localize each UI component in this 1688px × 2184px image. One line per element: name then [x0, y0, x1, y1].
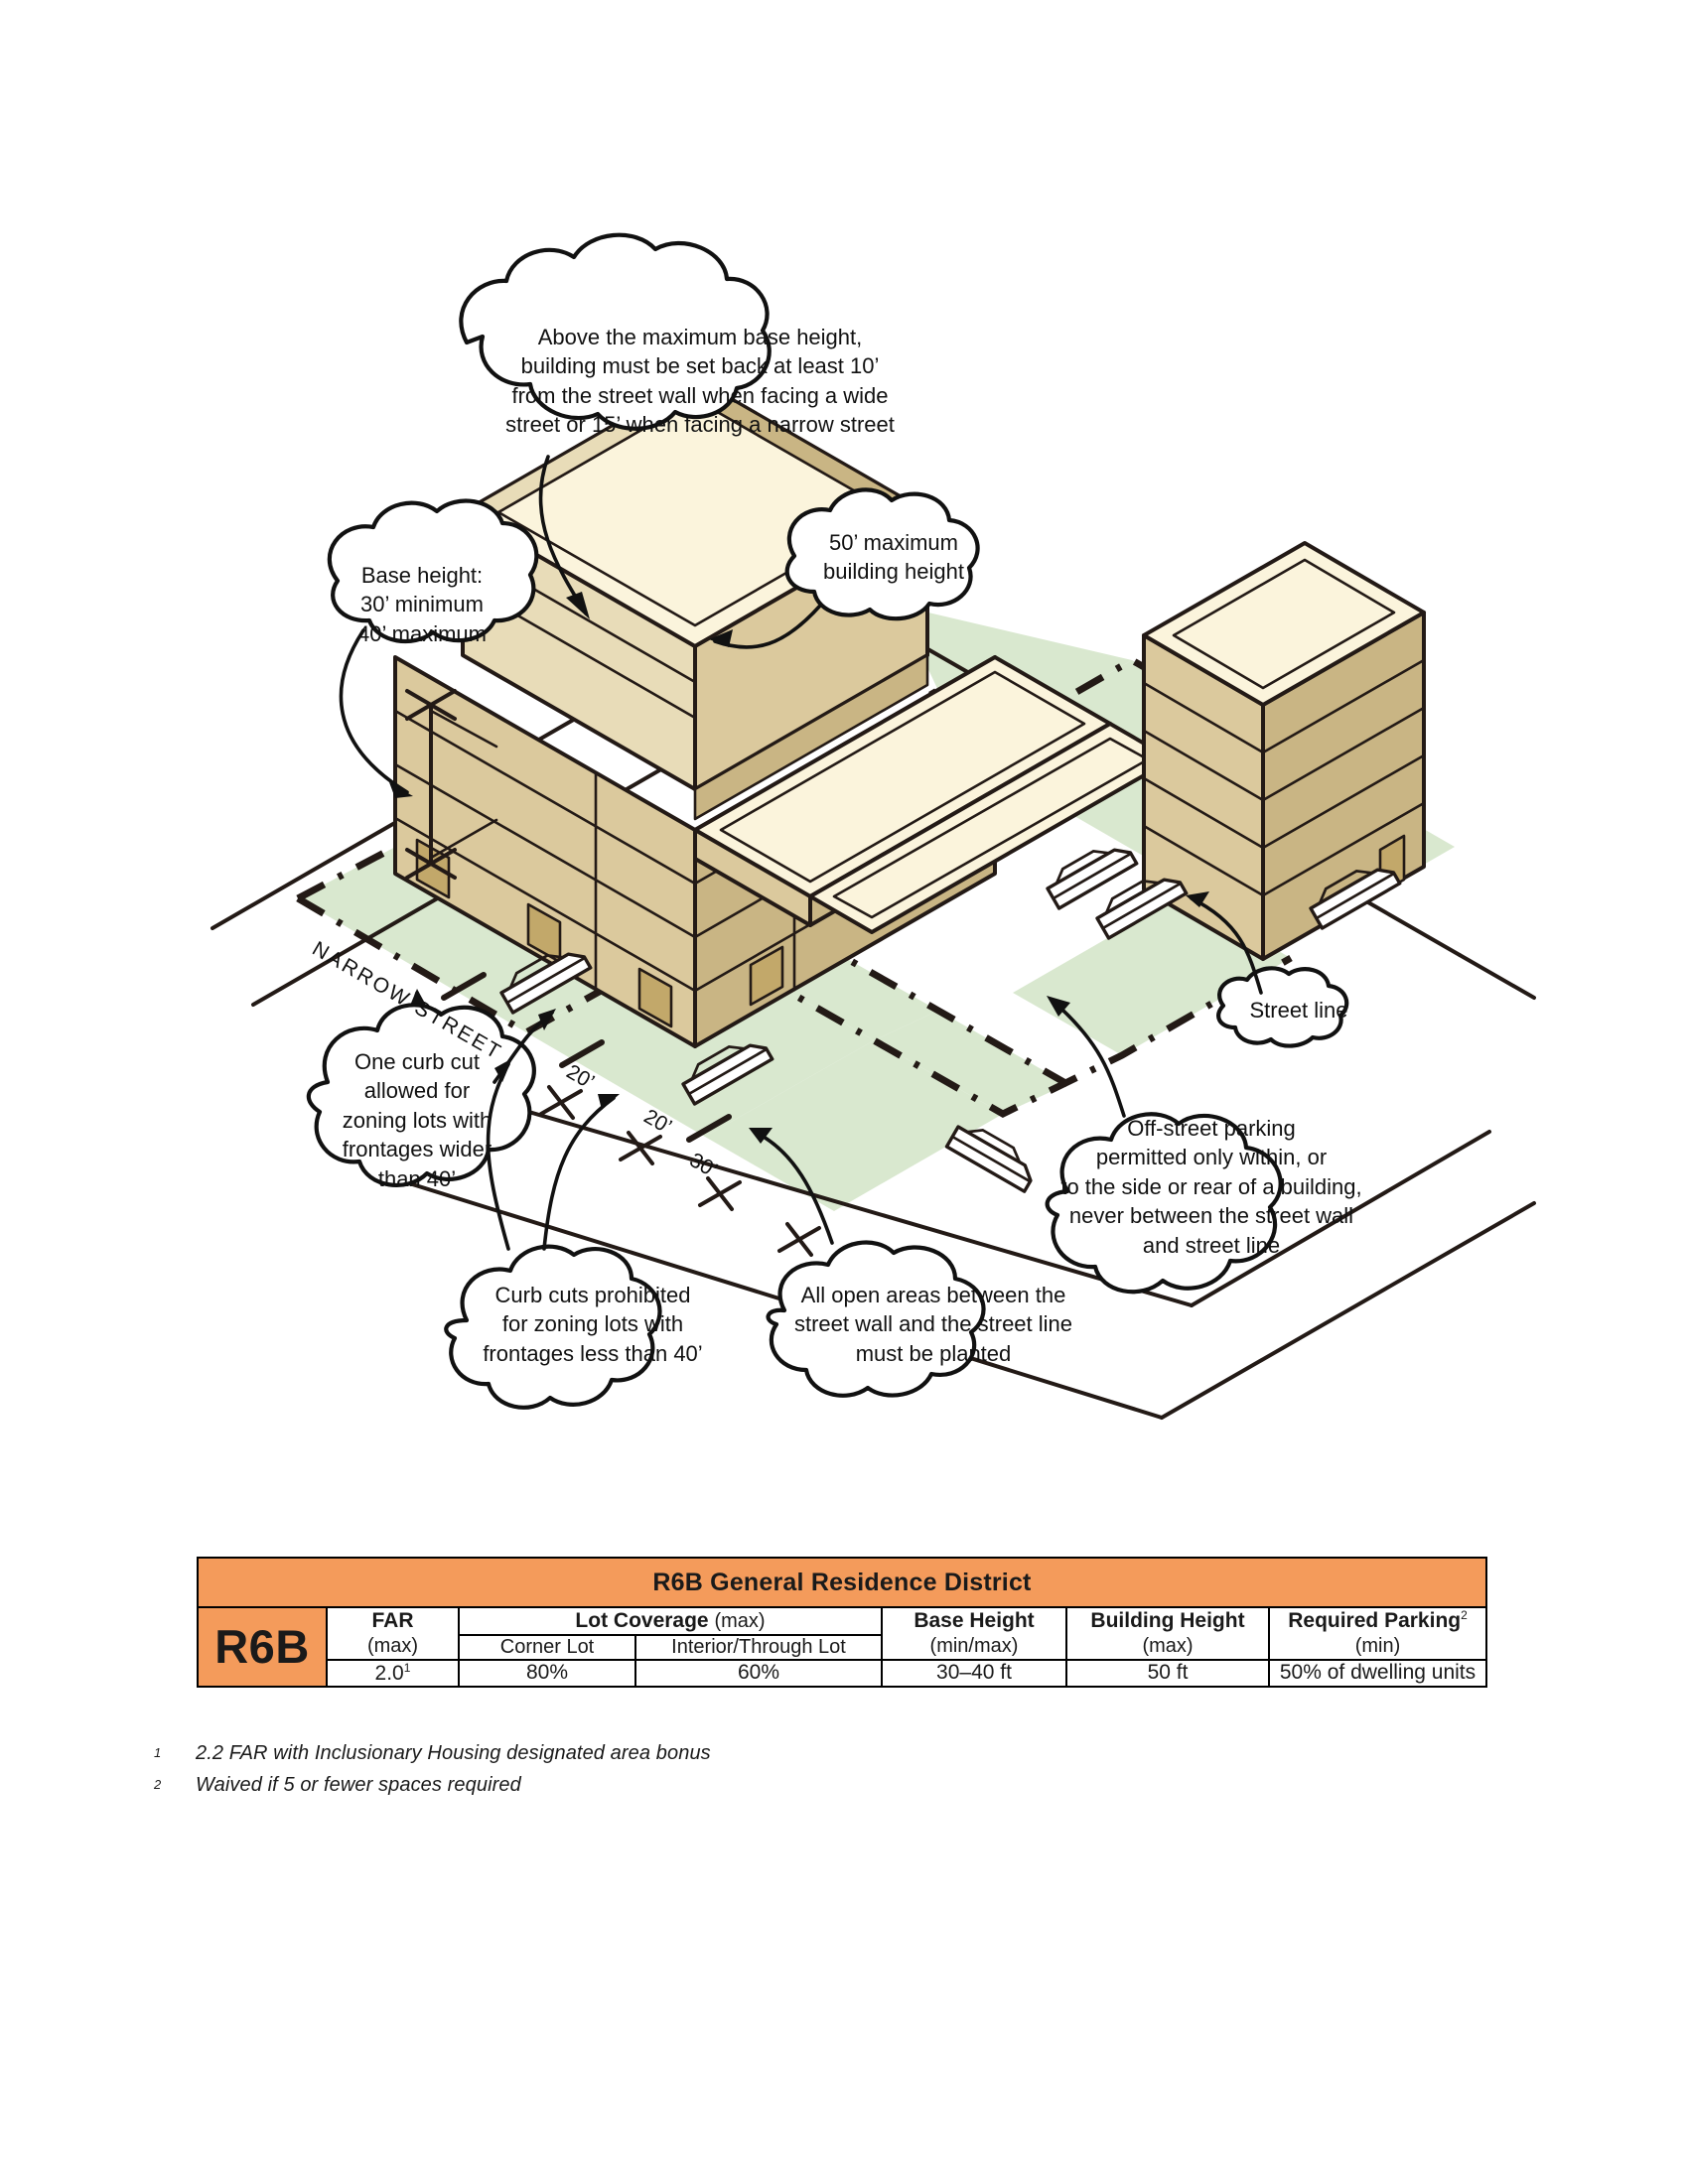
- footnote-marker-1: 1: [154, 1745, 162, 1760]
- col-header-lot-coverage: Lot Coverage (max): [458, 1606, 883, 1636]
- value-corner-lot: 80%: [458, 1658, 636, 1688]
- col-header-corner-lot: Corner Lot: [458, 1633, 636, 1661]
- value-far: 2.01: [326, 1658, 460, 1688]
- col-header-base-height-title: Base Height: [914, 1609, 1035, 1633]
- table-banner: R6B General Residence District: [196, 1557, 1488, 1608]
- col-header-required-parking-label: Required Parking: [1288, 1609, 1462, 1633]
- value-far-number: 2.0: [374, 1661, 404, 1685]
- col-header-far: FAR (max): [326, 1606, 460, 1660]
- main-building: [393, 376, 1174, 1048]
- callout-cloud-base-height: [327, 498, 539, 644]
- footnote-row-2: 2 Waived if 5 or fewer spaces required: [154, 1774, 1048, 1797]
- col-header-base-height: Base Height (min/max): [881, 1606, 1067, 1661]
- zoning-axonometric-diagram: .ol { fill:none; stroke:#231A16; stroke-…: [211, 232, 1536, 1420]
- footnote-text-2: Waived if 5 or fewer spaces required: [196, 1774, 521, 1796]
- callout-cloud-off-street-parking: [1045, 1112, 1283, 1295]
- district-cell: R6B: [197, 1606, 328, 1688]
- entry-doors: [415, 838, 784, 1028]
- col-header-interior-through-lot: Interior/Through Lot: [634, 1633, 883, 1661]
- col-header-far-title: FAR: [371, 1609, 414, 1633]
- callout-cloud-building-height: [784, 487, 980, 621]
- value-interior-through-lot: 60%: [634, 1658, 883, 1688]
- footnote-row-1: 1 2.2 FAR with Inclusionary Housing desi…: [154, 1742, 1048, 1765]
- value-base-height: 30–40 ft: [881, 1658, 1067, 1688]
- value-required-parking: 50% of dwelling units: [1267, 1658, 1488, 1688]
- footnote-text-1: 2.2 FAR with Inclusionary Housing design…: [196, 1742, 711, 1764]
- footnote-marker-2: 2: [154, 1777, 162, 1792]
- footnotes: 1 2.2 FAR with Inclusionary Housing desi…: [154, 1742, 1048, 1806]
- col-header-required-parking: Required Parking2 (min): [1267, 1606, 1488, 1661]
- callout-cloud-curb-cuts-prohibited: [444, 1244, 662, 1410]
- col-header-required-parking-sub: (min): [1354, 1634, 1401, 1657]
- col-header-required-parking-footnote: 2: [1461, 1608, 1468, 1623]
- curb-cuts: [441, 972, 732, 1143]
- col-header-lot-coverage-title: Lot Coverage: [575, 1609, 709, 1632]
- table-banner-row: R6B General Residence District: [196, 1557, 1488, 1608]
- callout-cloud-one-curb-cut: [306, 1003, 536, 1187]
- col-header-lot-coverage-sub: (max): [714, 1610, 766, 1632]
- col-header-far-sub: (max): [366, 1634, 419, 1657]
- table-value-row: 2.01 80% 60% 30–40 ft 50 ft 50% of dwell…: [198, 1658, 1488, 1688]
- col-header-required-parking-title: Required Parking2: [1270, 1608, 1485, 1634]
- col-header-building-height-title: Building Height: [1090, 1609, 1245, 1633]
- base-height-dimension: [405, 689, 498, 880]
- value-far-footnote: 1: [403, 1660, 411, 1675]
- callout-cloud-street-line: [1216, 966, 1349, 1048]
- zoning-table: R6B General Residence District R6B FAR (…: [196, 1557, 1488, 1688]
- frontage-dimensions: [539, 1085, 821, 1257]
- callout-cloud-setback: [459, 232, 772, 431]
- table-header-row-1: R6B FAR (max) Lot Coverage (max) Base He…: [197, 1606, 1488, 1688]
- col-header-building-height-sub: (max): [1142, 1634, 1194, 1657]
- value-building-height: 50 ft: [1065, 1658, 1270, 1688]
- table-header-row-2: Corner Lot Interior/Through Lot: [198, 1633, 1486, 1661]
- parked-cars: [499, 848, 1402, 1193]
- right-building: [1142, 541, 1426, 961]
- callout-cloud-open-areas-planted: [766, 1240, 986, 1398]
- col-header-base-height-sub: (min/max): [929, 1634, 1019, 1657]
- col-header-building-height: Building Height (max): [1065, 1606, 1270, 1661]
- zoning-table-wrapper: R6B General Residence District R6B FAR (…: [196, 1557, 1488, 1688]
- callout-leaders: [339, 455, 1263, 1251]
